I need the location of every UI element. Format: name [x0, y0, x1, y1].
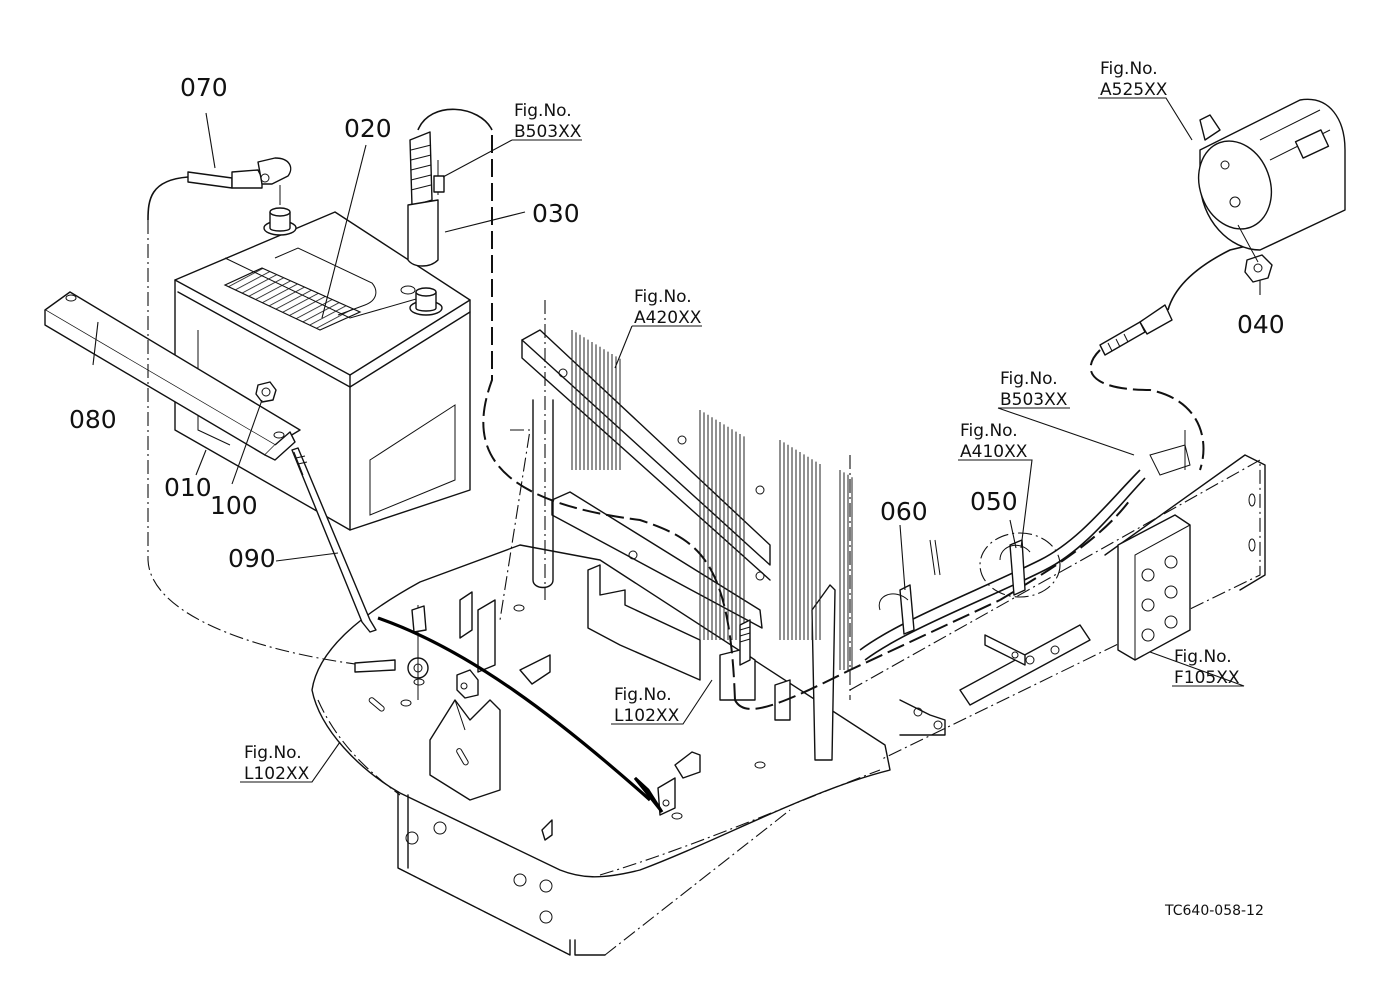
- figure-references: Fig.No. B503XX Fig.No. A525XX Fig.No. A4…: [244, 59, 1240, 784]
- svg-text:B503XX: B503XX: [514, 122, 582, 142]
- callout-090: 090: [228, 544, 276, 573]
- svg-text:Fig.No.: Fig.No.: [244, 743, 302, 763]
- svg-text:B503XX: B503XX: [1000, 390, 1068, 410]
- battery: [174, 185, 471, 531]
- harness-clamps: [859, 243, 1256, 661]
- svg-text:Fig.No.: Fig.No.: [614, 685, 672, 705]
- callout-070: 070: [180, 73, 228, 102]
- figref-b503-top: Fig.No. B503XX: [514, 101, 582, 142]
- figref-b503-right: Fig.No. B503XX: [1000, 369, 1068, 410]
- leader-lines: [92, 97, 1261, 783]
- figref-f105: Fig.No. F105XX: [1174, 647, 1240, 688]
- svg-text:Fig.No.: Fig.No.: [514, 101, 572, 121]
- figref-l102-mid: Fig.No. L102XX: [614, 685, 680, 726]
- radiator-grille: [521, 300, 853, 721]
- callout-040: 040: [1237, 310, 1285, 339]
- callout-050: 050: [970, 487, 1018, 516]
- floor-plate: [311, 429, 891, 956]
- svg-text:Fig.No.: Fig.No.: [1000, 369, 1058, 389]
- svg-text:Fig.No.: Fig.No.: [634, 287, 692, 307]
- callout-060: 060: [880, 497, 928, 526]
- chassis-rail: [849, 454, 1266, 761]
- assembly-direction-arrow: [377, 616, 664, 813]
- hold-down-assembly: [44, 291, 377, 633]
- callout-030: 030: [532, 199, 580, 228]
- svg-text:Fig.No.: Fig.No.: [960, 421, 1018, 441]
- negative-cable: [147, 157, 429, 700]
- drawing-code: TC640-058-12: [1164, 903, 1264, 919]
- figref-l102-left: Fig.No. L102XX: [244, 743, 310, 784]
- svg-text:A410XX: A410XX: [960, 442, 1028, 462]
- part-callouts: 070 020 030 040 080 010 100 090 060 050: [69, 73, 1285, 573]
- figref-a410: Fig.No. A410XX: [960, 421, 1028, 462]
- svg-text:Fig.No.: Fig.No.: [1174, 647, 1232, 667]
- figref-a420: Fig.No. A420XX: [634, 287, 702, 328]
- svg-text:A420XX: A420XX: [634, 308, 702, 328]
- svg-text:F105XX: F105XX: [1174, 668, 1240, 688]
- figref-a525: Fig.No. A525XX: [1100, 59, 1168, 100]
- callout-010: 010: [164, 473, 212, 502]
- svg-text:Fig.No.: Fig.No.: [1100, 59, 1158, 79]
- callout-020: 020: [344, 114, 392, 143]
- svg-text:L102XX: L102XX: [614, 706, 680, 726]
- svg-text:A525XX: A525XX: [1100, 80, 1168, 100]
- positive-cable: [407, 108, 1131, 710]
- starter-motor: [1197, 98, 1346, 283]
- callout-100: 100: [210, 491, 258, 520]
- callout-080: 080: [69, 405, 117, 434]
- svg-text:L102XX: L102XX: [244, 764, 310, 784]
